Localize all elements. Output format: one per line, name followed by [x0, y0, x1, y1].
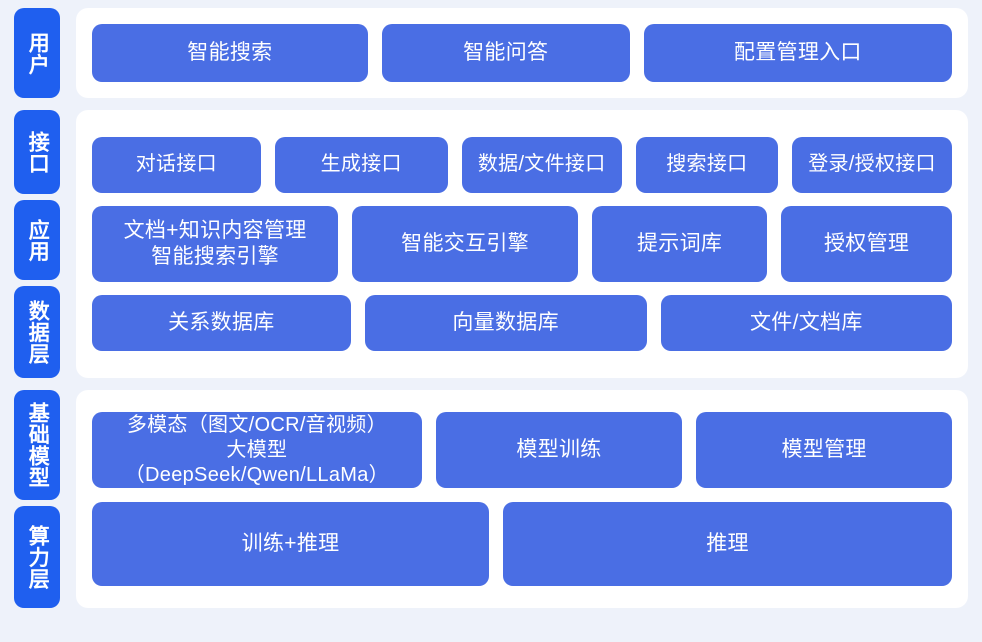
- row-data: 关系数据库 向量数据库 文件/文档库: [92, 295, 953, 351]
- cell-multimodal-large-model[interactable]: 多模态（图文/OCR/音视频） 大模型（DeepSeek/Qwen/LLaMa）: [92, 412, 422, 488]
- cell-model-training[interactable]: 模型训练: [435, 412, 683, 488]
- tab-column-user: 用户: [14, 8, 60, 98]
- cell-config-management-entry[interactable]: 配置管理入口: [643, 24, 952, 82]
- cell-training-and-inference[interactable]: 训练+推理: [92, 502, 490, 586]
- cell-search-api[interactable]: 搜索接口: [635, 137, 779, 193]
- row-interface: 对话接口 生成接口 数据/文件接口 搜索接口 登录/授权接口: [92, 137, 952, 193]
- row-application: 文档+知识内容管理 智能搜索引擎 智能交互引擎 提示词库 授权管理: [92, 206, 952, 282]
- section-base: 基础模型 算力层 多模态（图文/OCR/音视频） 大模型（DeepSeek/Qw…: [14, 390, 968, 608]
- panel-user: 智能搜索 智能问答 配置管理入口: [76, 8, 968, 98]
- panel-base: 多模态（图文/OCR/音视频） 大模型（DeepSeek/Qwen/LLaMa）…: [76, 390, 968, 608]
- cell-file-document-store[interactable]: 文件/文档库: [660, 295, 953, 351]
- cell-model-management[interactable]: 模型管理: [696, 412, 952, 488]
- cell-intelligent-interaction-engine[interactable]: 智能交互引擎: [352, 206, 578, 282]
- cell-data-file-api[interactable]: 数据/文件接口: [461, 137, 622, 193]
- panel-core: 对话接口 生成接口 数据/文件接口 搜索接口 登录/授权接口 文档+知识内容管理…: [76, 110, 968, 378]
- tab-column-base: 基础模型 算力层: [14, 390, 60, 608]
- tab-column-core: 接口 应用 数据层: [14, 110, 60, 378]
- row-user-entries: 智能搜索 智能问答 配置管理入口: [92, 24, 952, 82]
- cell-generate-api[interactable]: 生成接口: [274, 137, 448, 193]
- layer-tab-foundation-model[interactable]: 基础模型: [14, 390, 60, 500]
- cell-document-knowledge-management[interactable]: 文档+知识内容管理 智能搜索引擎: [92, 206, 339, 282]
- cell-smart-search[interactable]: 智能搜索: [92, 24, 368, 82]
- cell-login-auth-api[interactable]: 登录/授权接口: [792, 137, 952, 193]
- layer-tab-data[interactable]: 数据层: [14, 286, 60, 378]
- cell-authorization-management[interactable]: 授权管理: [781, 206, 952, 282]
- cell-relational-database[interactable]: 关系数据库: [92, 295, 351, 351]
- section-core: 接口 应用 数据层 对话接口 生成接口 数据/文件接口 搜索接口 登录/授权接口…: [14, 110, 968, 378]
- cell-dialog-api[interactable]: 对话接口: [92, 137, 261, 193]
- layer-tab-interface[interactable]: 接口: [14, 110, 60, 194]
- cell-inference[interactable]: 推理: [503, 502, 952, 586]
- layer-tab-compute-power[interactable]: 算力层: [14, 506, 60, 608]
- section-user: 用户 智能搜索 智能问答 配置管理入口: [14, 8, 968, 98]
- cell-prompt-library[interactable]: 提示词库: [591, 206, 768, 282]
- layer-tab-user[interactable]: 用户: [14, 8, 60, 98]
- row-compute-power: 训练+推理 推理: [92, 502, 952, 586]
- cell-vector-database[interactable]: 向量数据库: [364, 295, 647, 351]
- row-foundation-model: 多模态（图文/OCR/音视频） 大模型（DeepSeek/Qwen/LLaMa）…: [92, 412, 952, 488]
- layer-tab-application[interactable]: 应用: [14, 200, 60, 280]
- cell-smart-qa[interactable]: 智能问答: [381, 24, 630, 82]
